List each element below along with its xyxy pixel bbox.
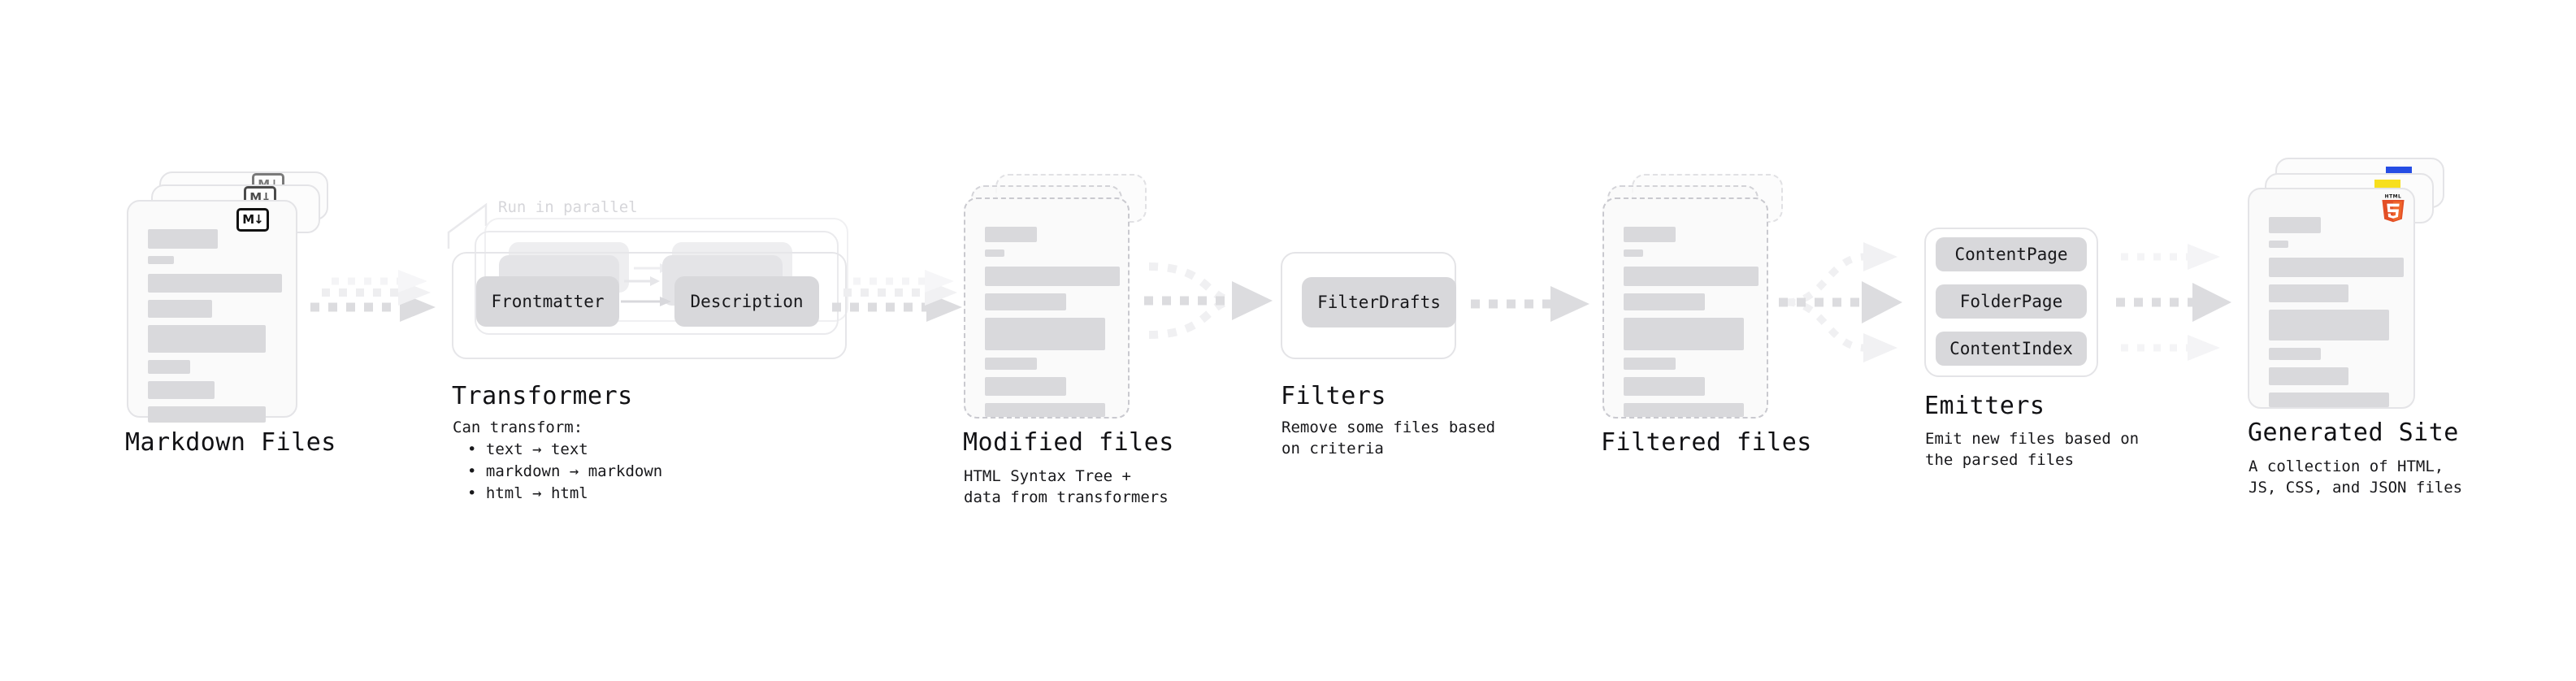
markdown-badge: M↓ [236,208,269,232]
skeleton-line [1624,227,1676,242]
transformer-arrow-front [621,297,671,306]
transformer-pill-label: Frontmatter [491,292,605,311]
skeleton-line [2269,348,2321,360]
skeleton-line [985,227,1037,242]
skeleton-line [985,293,1066,310]
stage-title-transformers: Transformers [452,382,633,410]
connector-filters-to-filtered [1471,286,1589,322]
skeleton-line [985,358,1037,370]
run-in-parallel-brace [447,202,488,249]
skeleton-line [148,274,282,293]
emitter-pill-label: ContentPage [1954,245,2068,264]
stage-title-filtered-files: Filtered files [1601,428,1812,457]
generated-site-subtitle: A collection of HTML, JS, CSS, and JSON … [2249,458,2463,497]
transformers-bullet-1: • text → text [467,440,588,458]
stage-title-markdown-files: Markdown Files [125,428,336,457]
skeleton-line [148,256,174,264]
emitter-pill-contentpage[interactable]: ContentPage [1936,237,2087,271]
skeleton-line [1624,293,1705,310]
skeleton-line [2269,284,2348,302]
skeleton-line [148,406,266,423]
transformer-arrow-mid [624,276,660,286]
transformer-frame-mid [475,231,839,335]
skeleton-line [985,318,1105,350]
markdown-file-card-front [127,200,297,423]
transformer-frame-back [484,218,848,322]
card-skeleton-lines [985,227,1120,424]
skeleton-line [1624,249,1643,257]
emitters-subtitle: Emit new files based on the parsed files [1925,430,2140,469]
skeleton-line [2269,241,2288,248]
transformer-pill-description[interactable]: Description [674,276,819,327]
connector-filtered-to-emitters [1779,242,1902,362]
transformers-bullet-3: • html → html [467,484,588,502]
skeleton-line [2269,258,2404,277]
emitter-pill-label: ContentIndex [1949,339,2073,358]
emitters-frame [1924,228,2098,377]
skeleton-line [2269,393,2389,407]
skeleton-line [1624,267,1759,286]
skeleton-line [2269,310,2389,340]
filter-pill-label: FilterDrafts [1317,293,1441,312]
modified-files-subtitle: HTML Syntax Tree + data from transformer… [964,467,1169,506]
skeleton-line [985,267,1120,286]
transformer-pill-label: Description [690,292,804,311]
card-skeleton-lines [2269,217,2404,414]
transformer-frame-front [452,252,847,359]
transformers-bullet-2: • markdown → markdown [467,462,663,480]
skeleton-line [148,381,215,399]
stage-title-filters: Filters [1281,382,1386,410]
emitter-pill-contentindex[interactable]: ContentIndex [1936,332,2087,366]
connector-modified-to-filters [1144,262,1273,339]
modified-file-card-front [964,197,1130,419]
skeleton-line [2269,217,2321,233]
connector-transformers-to-modified [832,270,962,322]
card-skeleton-lines [148,229,282,430]
run-in-parallel-label: Run in parallel [498,198,638,216]
emitter-pill-folderpage[interactable]: FolderPage [1936,284,2087,319]
stage-title-modified-files: Modified files [963,428,1174,457]
transformers-subtitle: Can transform: [453,419,583,436]
css3-badge: CSS [2386,161,2412,174]
site-file-card-front [2248,188,2415,409]
skeleton-line [148,325,266,353]
filters-subtitle: Remove some files based on criteria [1281,419,1496,458]
emitter-pill-label: FolderPage [1959,292,2063,311]
stage-title-emitters: Emitters [1924,392,2045,420]
html5-badge: HTML [2382,194,2405,223]
skeleton-line [2269,367,2348,385]
connector-markdown-to-transformers [310,270,436,322]
connector-emitters-to-site [2116,244,2231,361]
skeleton-line [985,403,1105,417]
skeleton-line [148,360,190,374]
skeleton-line [148,300,212,318]
skeleton-line [1624,358,1676,370]
skeleton-line [148,229,218,249]
skeleton-line [985,377,1066,396]
skeleton-line [1624,403,1744,417]
skeleton-line [1624,318,1744,350]
svg-text:HTML: HTML [2385,194,2402,199]
card-skeleton-lines [1624,227,1759,424]
stage-title-generated-site: Generated Site [2248,419,2459,447]
filter-pill-filterdrafts[interactable]: FilterDrafts [1302,277,1456,327]
filtered-file-card-front [1602,197,1768,419]
skeleton-line [1624,377,1705,396]
skeleton-line [985,249,1004,257]
transformer-pill-frontmatter[interactable]: Frontmatter [476,276,619,327]
